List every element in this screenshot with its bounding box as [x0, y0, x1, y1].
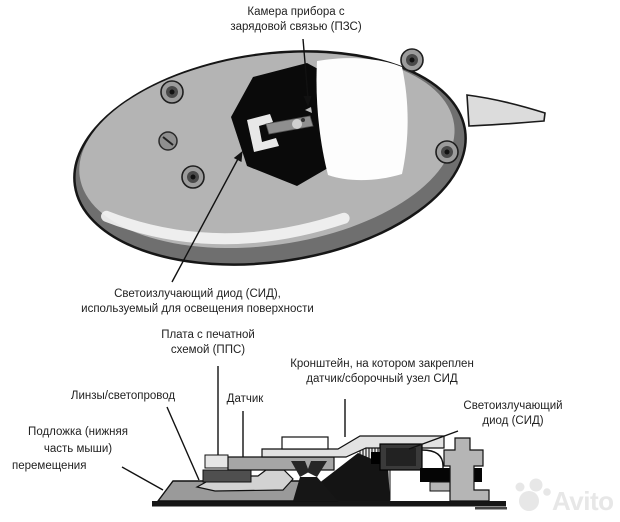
- cross-section-leaders: [121, 366, 459, 491]
- mouse-cross-section: [121, 366, 507, 510]
- label-led-illumination: Светоизлучающий диод (СИД), используемый…: [81, 288, 314, 315]
- led-leader-arrow: [171, 151, 243, 283]
- mouse-foot-pad: [400, 48, 424, 72]
- mouse-label-patch: [316, 58, 408, 181]
- mouse-highlight: [101, 210, 350, 245]
- support-pillar-shape: [443, 437, 490, 502]
- aperture-shape: [291, 461, 327, 477]
- ccd-led-assembly: [247, 107, 314, 152]
- label-lens: Линзы/светопровод: [70, 390, 176, 402]
- avito-logo-icon: [515, 478, 551, 511]
- avito-wordmark: Avito: [552, 486, 614, 516]
- label-base-plate: Подложка (нижняя часть мыши) перемещения: [12, 426, 128, 472]
- label-ccd-camera: Камера прибора с зарядовой связью (ПЗС): [230, 6, 362, 33]
- avito-watermark: Avito: [515, 478, 614, 516]
- mouse-foot-pad: [181, 165, 205, 189]
- led-shape: [371, 443, 444, 484]
- mouse-screw: [158, 131, 178, 151]
- label-pcb: Плата с печатной схемой (ППС): [161, 329, 255, 356]
- work-surface: [152, 501, 506, 507]
- label-led-side: Светоизлучающий диод (СИД): [463, 400, 563, 427]
- label-sensor: Датчик: [226, 393, 264, 405]
- bracket-shape: [261, 435, 445, 458]
- ccd-leader-arrow: [302, 38, 312, 107]
- mouse-foot-pad: [435, 140, 459, 164]
- label-bracket: Кронштейн, на котором закреплен датчик/с…: [290, 358, 474, 385]
- mouse-cable: [466, 94, 546, 127]
- mouse-bottom-view: [73, 38, 546, 283]
- sensor-chip-shape: [202, 469, 252, 483]
- mouse-foot-pad: [160, 80, 184, 104]
